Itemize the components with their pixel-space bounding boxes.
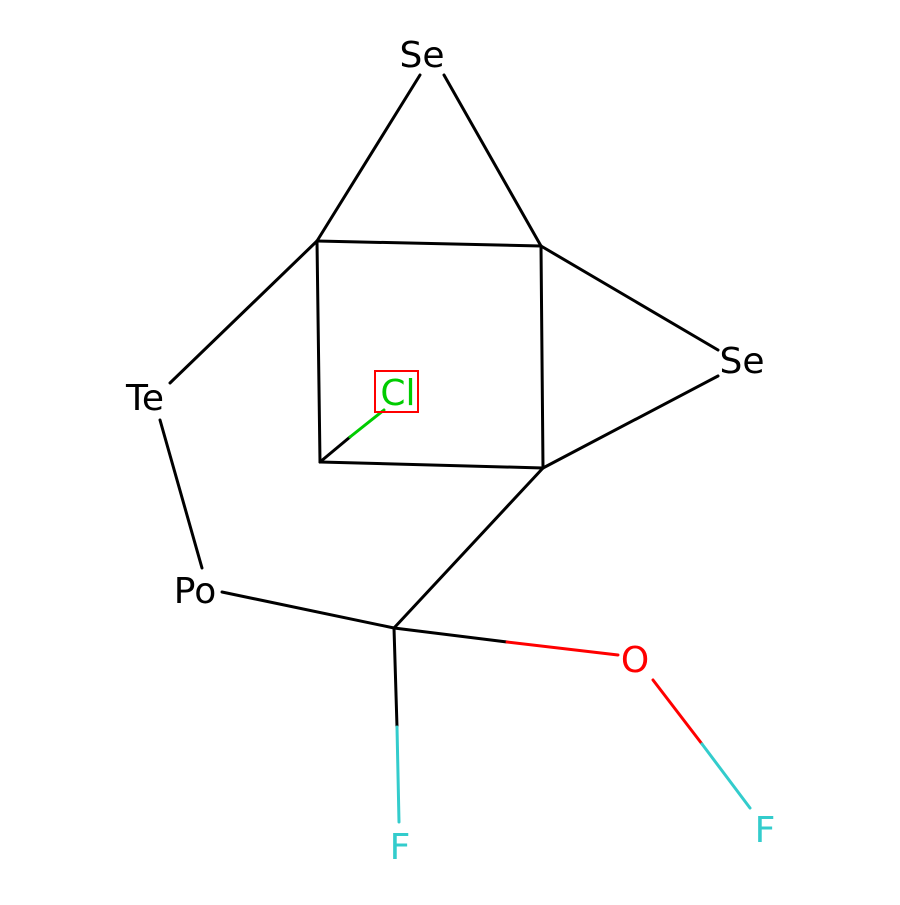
- bonds: [158, 73, 752, 824]
- bond: [220, 590, 396, 630]
- atom-label-o: O: [621, 640, 649, 681]
- atom-label-cl: Cl: [380, 373, 415, 414]
- bond: [392, 466, 545, 630]
- bond: [315, 73, 422, 243]
- bond: [541, 374, 720, 470]
- atom-label-po: Po: [174, 571, 216, 612]
- bond: [315, 239, 322, 464]
- bond: [539, 244, 545, 470]
- bond: [315, 239, 543, 248]
- atom-label-f: F: [755, 810, 776, 851]
- bond: [158, 418, 204, 570]
- bond: [651, 678, 704, 746]
- atom-label-se: Se: [400, 35, 445, 76]
- bond: [505, 640, 620, 657]
- atom-label-te: Te: [125, 378, 164, 419]
- bond: [318, 435, 352, 464]
- bond: [348, 408, 386, 439]
- bond: [700, 742, 752, 810]
- highlight-box: [374, 370, 419, 413]
- bond: [392, 626, 399, 729]
- bond: [442, 73, 543, 248]
- bond: [395, 725, 401, 824]
- bond: [168, 239, 319, 385]
- bond: [318, 460, 545, 470]
- atom-label-f: F: [390, 827, 411, 868]
- bond: [392, 626, 509, 644]
- bond: [539, 244, 720, 352]
- atom-label-se: Se: [720, 341, 765, 382]
